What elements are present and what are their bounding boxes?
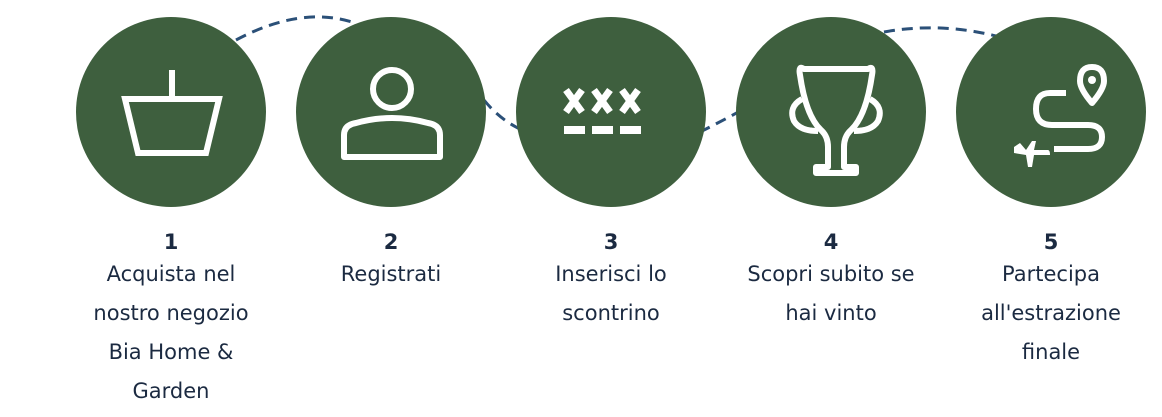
step-label: Scopri subito se hai vinto: [747, 262, 915, 325]
step-3-circle: [516, 17, 706, 207]
step-3: 3 Inserisci lo scontrino: [516, 17, 706, 333]
step-2: 2 Registrati: [296, 17, 486, 294]
step-number: 5: [1043, 230, 1059, 254]
step-1-circle: [76, 17, 266, 207]
step-number: 2: [383, 230, 399, 254]
step-label: Partecipa all'estrazione finale: [981, 262, 1121, 364]
step-label: Registrati: [340, 262, 442, 286]
step-1: 1 Acquista nel nostro negozio Bia Home &…: [76, 17, 266, 411]
step-number: 3: [603, 230, 619, 254]
step-2-circle: [296, 17, 486, 207]
shopping-basket-icon: [121, 70, 223, 156]
step-5-circle: [956, 17, 1146, 207]
code-entry-icon: [563, 87, 641, 134]
step-number: 4: [823, 230, 839, 254]
step-5: 5 Partecipa all'estrazione finale: [956, 17, 1146, 372]
step-number: 1: [163, 230, 179, 254]
step-4-circle: [736, 17, 926, 207]
step-4: 4 Scopri subito se hai vinto: [736, 17, 926, 333]
trophy-icon: [789, 64, 883, 176]
connector-1-2: [235, 15, 353, 42]
travel-route-icon: [1014, 64, 1107, 167]
connector-4-5: [883, 26, 997, 38]
step-label: Inserisci lo scontrino: [555, 262, 667, 325]
step-label: Acquista nel nostro negozio Bia Home & G…: [93, 262, 249, 403]
user-icon: [341, 67, 443, 160]
